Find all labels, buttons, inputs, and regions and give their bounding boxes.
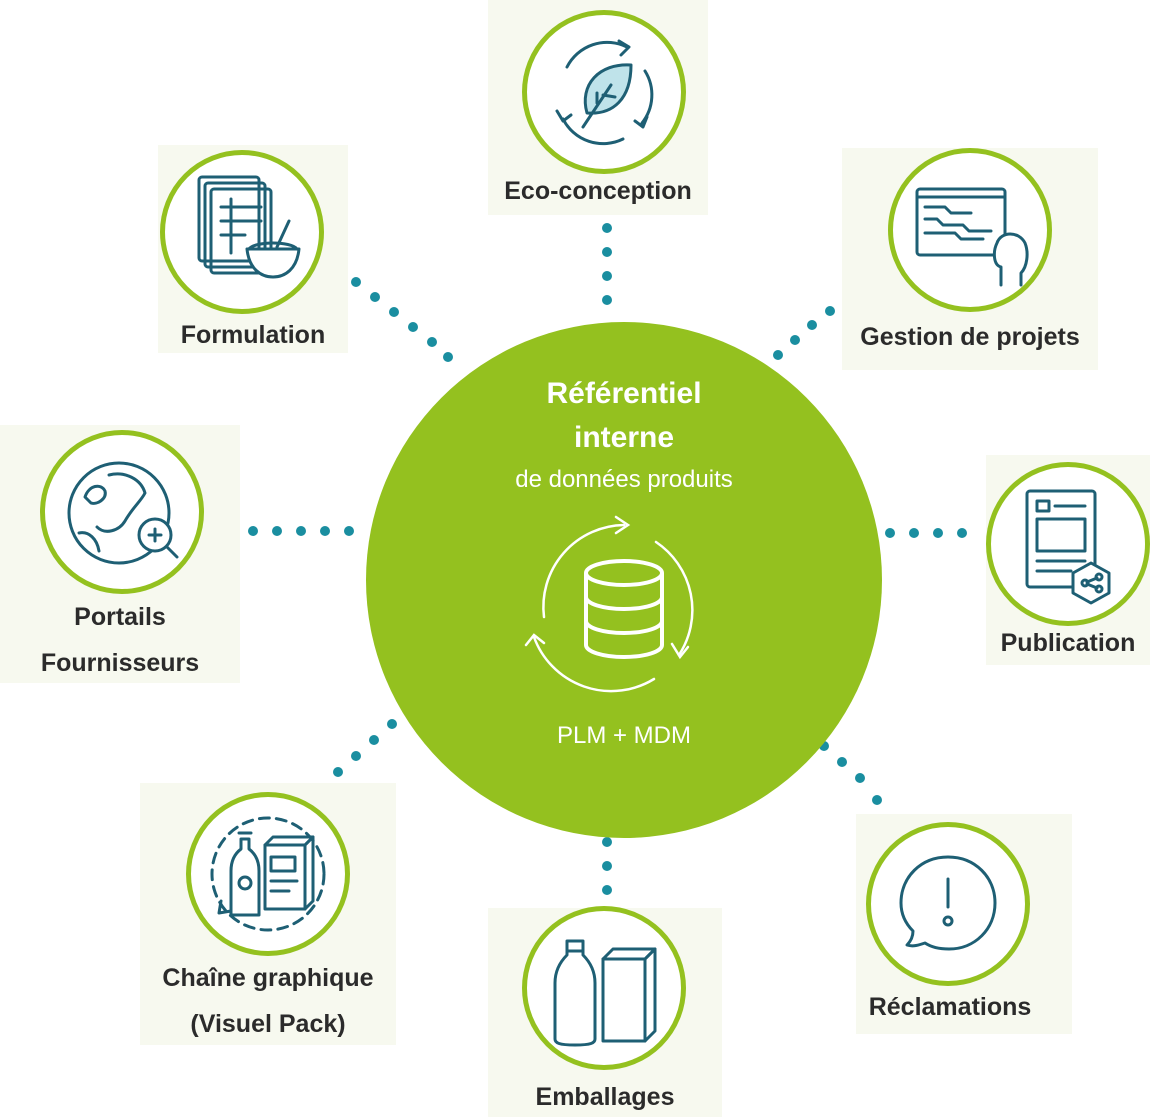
- node-portails-label-line2: Fournisseurs: [40, 649, 200, 677]
- node-eco-conception: [522, 10, 686, 174]
- hub-subtitle: de données produits: [515, 466, 733, 493]
- node-gestion-projets-label: Gestion de projets: [860, 323, 1080, 351]
- node-gestion-projets: [888, 148, 1052, 312]
- alert-bubble-icon: [899, 855, 997, 951]
- hub-title-line2: interne: [573, 421, 675, 454]
- hub-footer: PLM + MDM: [556, 722, 691, 749]
- database-sync-icon: [524, 515, 694, 693]
- recipe-bowl-icon: [197, 175, 301, 279]
- pack-visual-icon: [210, 816, 326, 932]
- bottle-box-icon: [553, 939, 657, 1047]
- node-portails-fournisseurs: [40, 430, 204, 594]
- node-publication-label: Publication: [1000, 629, 1136, 657]
- node-formulation: [160, 150, 324, 314]
- node-chaine-graphique-label-line1: Chaîne graphique: [162, 964, 374, 992]
- node-emballages-label: Emballages: [535, 1083, 675, 1111]
- node-emballages: [522, 906, 686, 1070]
- node-publication: [986, 462, 1150, 626]
- document-share-icon: [1025, 489, 1111, 605]
- node-portails-label-line1: Portails: [74, 603, 166, 631]
- node-reclamations-label: Réclamations: [868, 993, 1032, 1021]
- node-eco-conception-label: Eco-conception: [504, 177, 692, 205]
- node-chaine-graphique-label-line2: (Visuel Pack): [190, 1010, 346, 1038]
- central-hub: Référentiel interne de données produits …: [366, 322, 882, 838]
- globe-search-icon: [67, 461, 179, 565]
- project-screen-icon: [915, 187, 1029, 287]
- leaf-cycle-icon: [555, 39, 654, 146]
- node-formulation-label: Formulation: [180, 321, 326, 349]
- node-reclamations: [866, 822, 1030, 986]
- node-chaine-graphique: [186, 792, 350, 956]
- hub-title-line1: Référentiel: [546, 377, 702, 410]
